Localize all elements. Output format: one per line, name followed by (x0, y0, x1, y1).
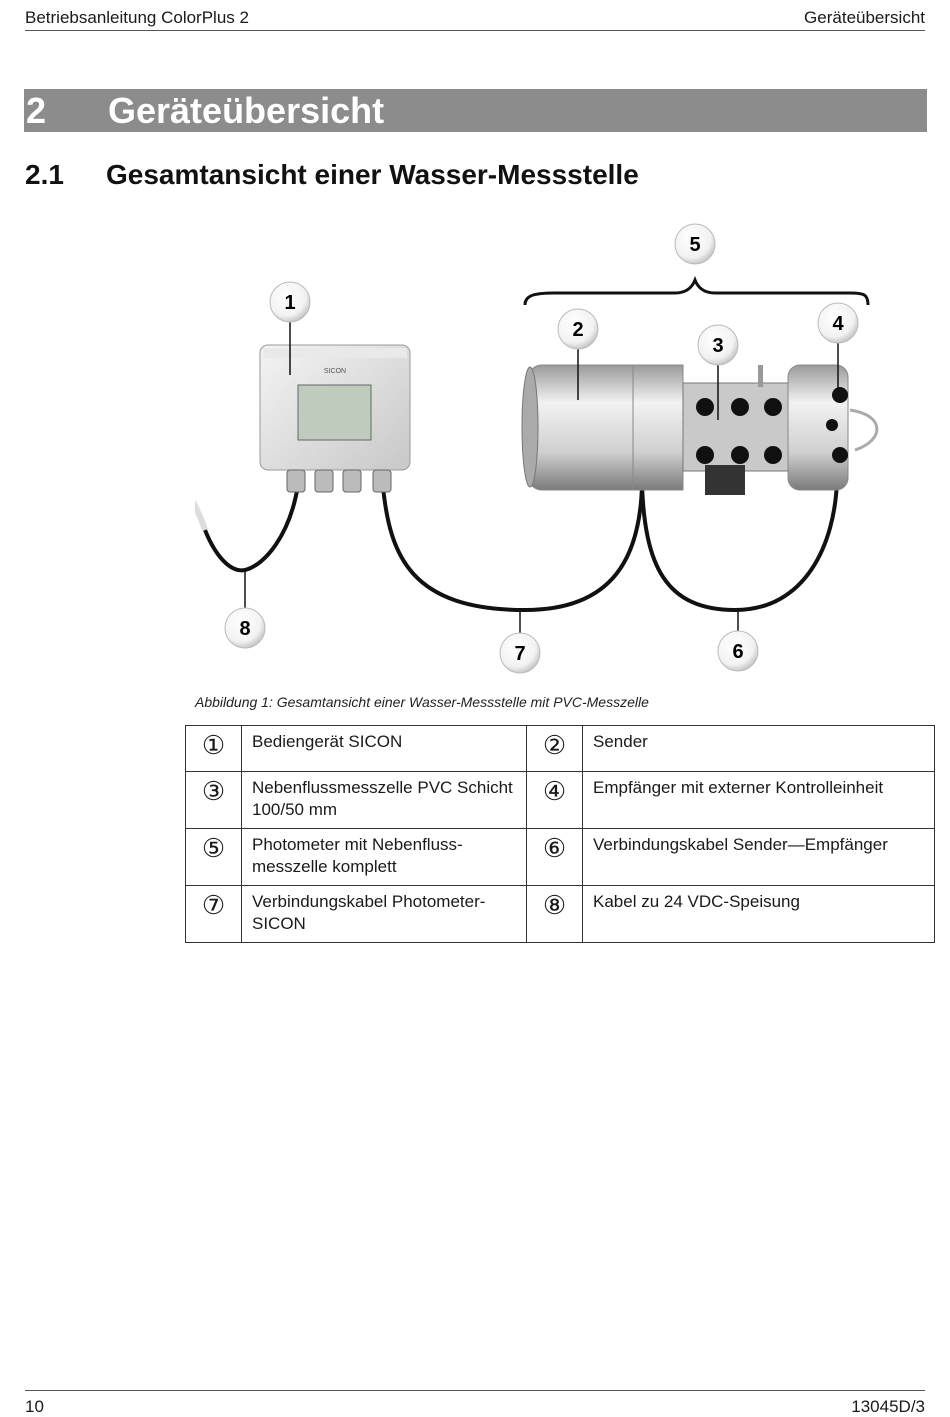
callout-2: 2 (557, 308, 599, 350)
sicon-control-unit: SICON (259, 344, 411, 493)
section-number: 2.1 (25, 159, 64, 190)
bracket-group-5 (523, 275, 870, 306)
page-footer: 10 13045D/3 (25, 1390, 925, 1417)
chapter-heading: 2 Geräteübersicht (24, 89, 927, 132)
legend-row: ⑤ Photometer mit Nebenfluss-messzelle ko… (185, 828, 935, 886)
legend-text: Nebenflussmesszelle PVC Schicht 100/50 m… (241, 771, 527, 829)
legend-number: ⑦ (185, 885, 242, 943)
legend-number: ③ (185, 771, 242, 829)
legend-table: ① Bediengerät SICON ② Sender ③ Nebenflus… (185, 725, 935, 943)
legend-number: ② (526, 725, 583, 772)
callout-3: 3 (697, 324, 739, 366)
callout-1: 1 (269, 281, 311, 323)
legend-text: Verbindungskabel Sender—Empfänger (582, 828, 935, 886)
legend-text: Sender (582, 725, 935, 772)
legend-number: ① (185, 725, 242, 772)
page-number: 10 (25, 1397, 44, 1416)
legend-number: ⑤ (185, 828, 242, 886)
photometer-assembly (521, 364, 879, 495)
svg-text:1: 1 (284, 292, 295, 314)
callout-6: 6 (717, 630, 759, 672)
legend-row: ① Bediengerät SICON ② Sender (185, 725, 935, 772)
legend-text: Verbindungskabel Photometer-SICON (241, 885, 527, 943)
svg-text:5: 5 (689, 234, 700, 256)
figure-caption: Abbildung 1: Gesamtansicht einer Wasser-… (195, 694, 649, 710)
callout-7: 7 (499, 632, 541, 674)
callout-5: 5 (674, 223, 716, 265)
chapter-number: 2 (26, 89, 47, 131)
header-manual-title: Betriebsanleitung ColorPlus 2 (25, 8, 249, 27)
header-chapter-title: Geräteübersicht (804, 8, 925, 27)
svg-text:6: 6 (732, 641, 743, 663)
cables (203, 479, 839, 613)
svg-text:3: 3 (712, 335, 723, 357)
section-heading: 2.1 Gesamtansicht einer Wasser-Messstell… (25, 156, 639, 194)
legend-row: ③ Nebenflussmesszelle PVC Schicht 100/50… (185, 771, 935, 829)
legend-number: ⑥ (526, 828, 583, 886)
callout-4: 4 (817, 302, 859, 344)
legend-number: ⑧ (526, 885, 583, 943)
svg-text:4: 4 (832, 313, 844, 335)
legend-row: ⑦ Verbindungskabel Photometer-SICON ⑧ Ka… (185, 885, 935, 943)
chapter-title: Geräteübersicht (108, 89, 385, 131)
svg-text:2: 2 (572, 319, 583, 341)
document-code: 13045D/3 (851, 1397, 925, 1416)
callout-8: 8 (224, 607, 266, 649)
legend-text: Empfänger mit externer Kontrolleinheit (582, 771, 935, 829)
device-overview-figure: SICON (195, 223, 879, 674)
sicon-device-label: SICON (324, 368, 346, 375)
page-header: Betriebsanleitung ColorPlus 2 Geräteüber… (25, 6, 925, 31)
legend-text: Bediengerät SICON (241, 725, 527, 772)
section-title: Gesamtansicht einer Wasser-Messstelle (106, 159, 639, 190)
svg-text:8: 8 (239, 618, 250, 640)
legend-text: Kabel zu 24 VDC-Speisung (582, 885, 935, 943)
legend-text: Photometer mit Nebenfluss-messzelle komp… (241, 828, 527, 886)
legend-number: ④ (526, 771, 583, 829)
svg-text:7: 7 (514, 643, 525, 665)
